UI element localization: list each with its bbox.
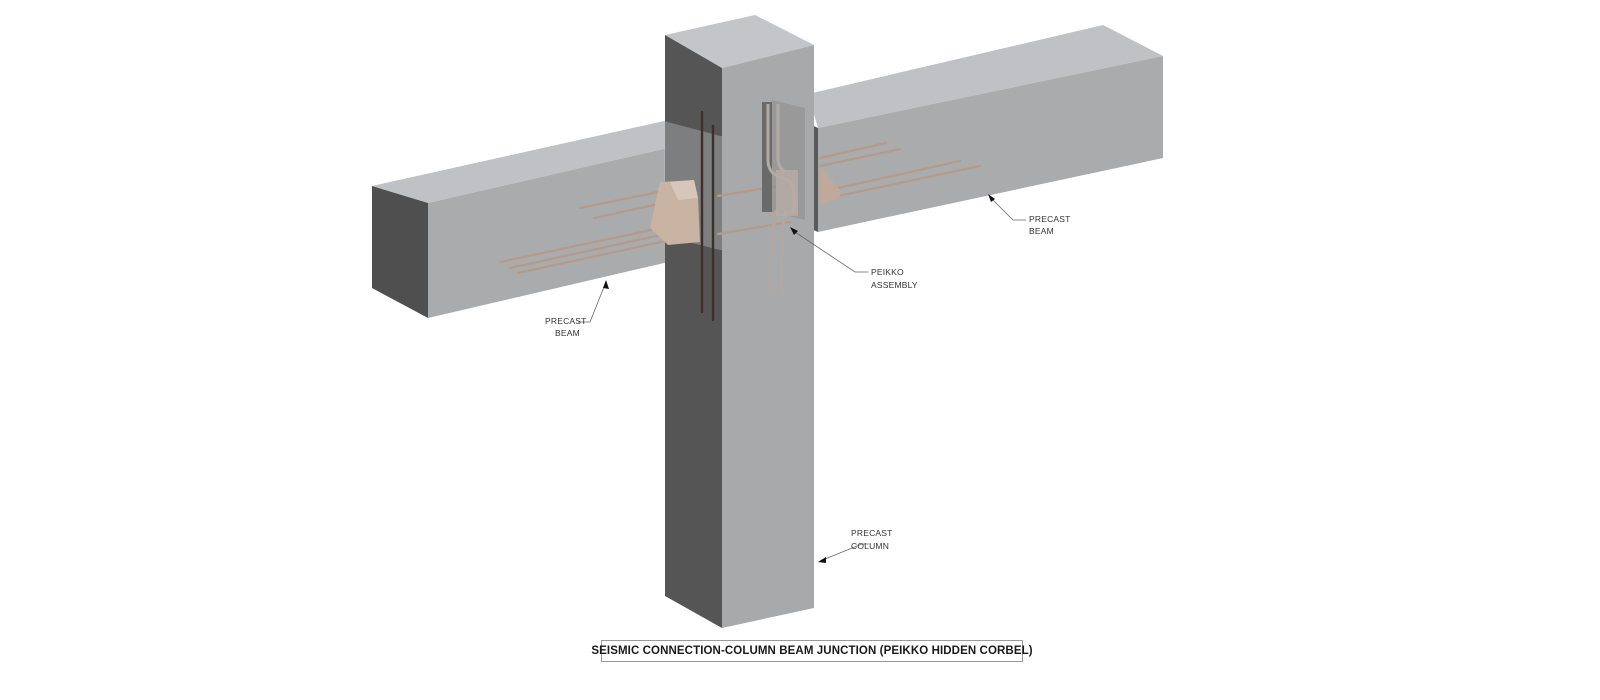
column-vertical-rebars	[700, 110, 715, 322]
label-precast-beam-right-line2: BEAM	[1029, 226, 1054, 236]
leader-precast-column: PRECAST COLUMN	[818, 528, 893, 563]
right-beam-rebars	[818, 141, 982, 198]
peikko-assembly	[762, 100, 805, 297]
label-precast-beam-left-line1: PRECAST	[545, 316, 587, 326]
label-precast-column-line1: PRECAST	[851, 528, 893, 538]
label-precast-beam-left-line2: BEAM	[555, 328, 580, 338]
leader-precast-beam-left: PRECAST BEAM	[545, 280, 609, 338]
label-peikko-line2: ASSEMBLY	[871, 280, 918, 290]
right-corbel-plate	[820, 166, 840, 205]
diagram-title: SEISMIC CONNECTION-COLUMN BEAM JUNCTION …	[591, 645, 1033, 657]
leader-peikko-assembly: PEIKKO ASSEMBLY	[790, 227, 918, 290]
left-precast-beam	[372, 121, 720, 318]
label-peikko-line1: PEIKKO	[871, 267, 904, 277]
diagram-title-box: SEISMIC CONNECTION-COLUMN BEAM JUNCTION …	[591, 640, 1033, 662]
left-peikko-corbel	[650, 180, 700, 245]
label-precast-column-line2: COLUMN	[851, 541, 889, 551]
right-precast-beam	[775, 25, 1163, 232]
label-precast-beam-right-line1: PRECAST	[1029, 214, 1071, 224]
leader-precast-beam-right: PRECAST BEAM	[988, 194, 1071, 236]
